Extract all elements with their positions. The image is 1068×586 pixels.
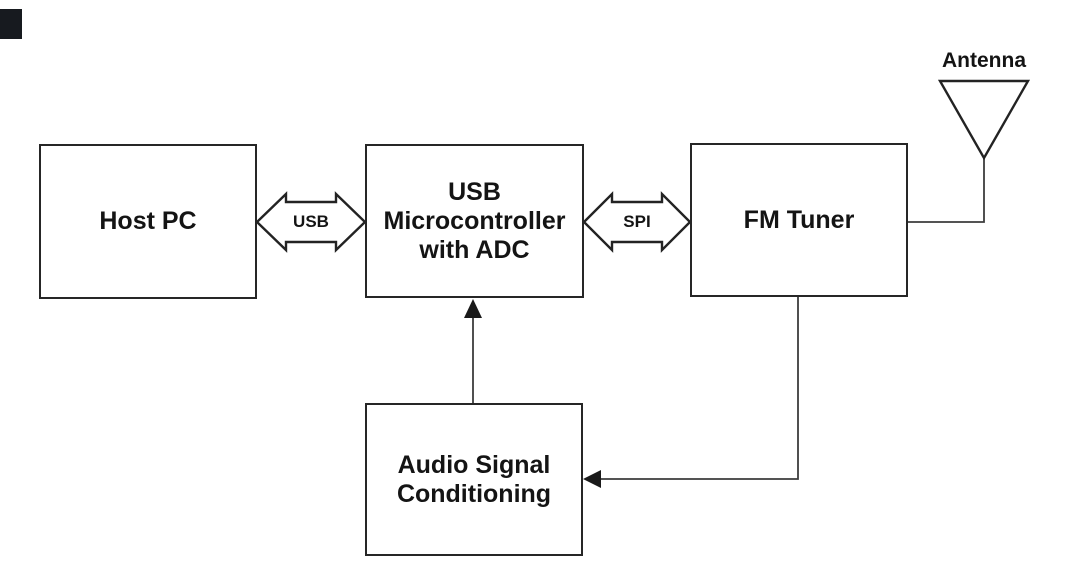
block-host-pc: Host PC bbox=[39, 144, 257, 299]
audio-to-mcu-arrowhead-icon bbox=[464, 299, 482, 318]
antenna-icon bbox=[937, 79, 1031, 161]
fm-tuner-to-audio-arrowhead-icon bbox=[583, 470, 601, 488]
fm-tuner-to-audio-line bbox=[600, 297, 799, 480]
block-label-line: with ADC bbox=[419, 235, 530, 264]
block-fm-tuner: FM Tuner bbox=[690, 143, 908, 297]
usb-bus-label: USB bbox=[293, 212, 329, 231]
block-audio-signal-conditioning: Audio Signal Conditioning bbox=[365, 403, 583, 556]
antenna-label: Antenna bbox=[942, 49, 1026, 72]
antenna-feed-line bbox=[907, 158, 985, 223]
scan-artifact bbox=[0, 9, 22, 39]
block-label-line: Conditioning bbox=[396, 479, 552, 508]
block-label: Host PC bbox=[99, 207, 197, 235]
block-label-line: USB bbox=[448, 177, 501, 206]
spi-bus-label: SPI bbox=[623, 212, 651, 231]
block-label-line: Audio Signal bbox=[397, 450, 551, 479]
block-usb-microcontroller: USB Microcontroller with ADC bbox=[365, 144, 584, 298]
block-label: FM Tuner bbox=[743, 205, 855, 234]
block-label-line: Microcontroller bbox=[383, 206, 566, 235]
